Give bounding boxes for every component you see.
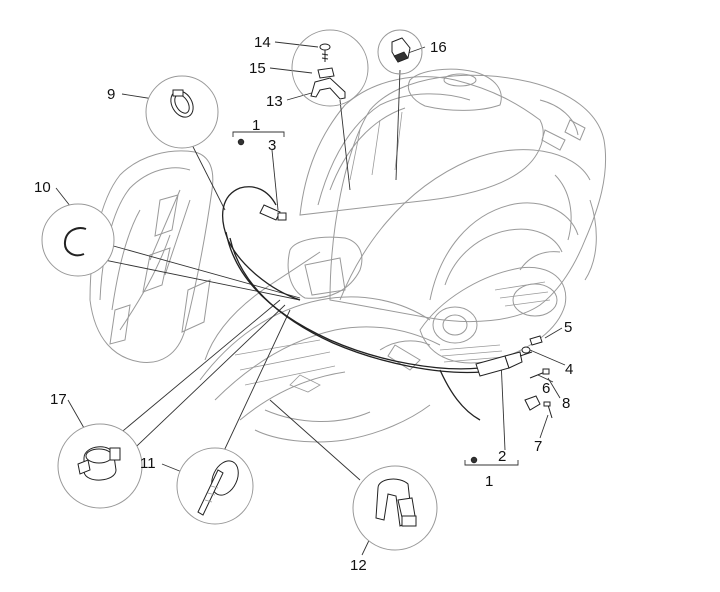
callout-7: 7: [534, 438, 542, 455]
callout-4: 4: [565, 361, 573, 378]
callout-13: 13: [266, 93, 283, 110]
callout-1-upper: 1: [252, 117, 260, 134]
ring-part-4: [521, 346, 531, 354]
small-parts: [310, 37, 553, 419]
callout-1-lower: 1: [485, 473, 493, 490]
spacer-part-5: [529, 335, 543, 346]
callout-3: 3: [268, 137, 276, 154]
callout-11: 11: [140, 455, 156, 472]
clamp-part-8: [524, 395, 541, 411]
callout-10: 10: [34, 179, 51, 196]
clip-nut-part-15: [317, 67, 335, 79]
detail-circle-11: [176, 447, 254, 525]
detail-circle-12: [352, 465, 438, 551]
callout-16: 16: [430, 39, 447, 56]
callout-17: 17: [50, 391, 67, 408]
callout-15: 15: [249, 60, 266, 77]
scooter-body: [89, 68, 607, 443]
callout-numbers: 1 1 2 3 4 5 6 7 8 9 10 11 12 13 14 15 16…: [34, 34, 573, 574]
callout-6: 6: [542, 380, 550, 397]
callout-2: 2: [498, 448, 506, 465]
bracket-part-13: [310, 77, 346, 100]
callout-14: 14: [254, 34, 271, 51]
clip-part-16: [391, 37, 411, 63]
callout-12: 12: [350, 557, 367, 574]
callout-9: 9: [107, 86, 115, 103]
detail-circle-17: [57, 423, 143, 509]
throttle-cable: [222, 138, 533, 464]
callout-8: 8: [562, 395, 570, 412]
detail-circle-storage-area: [291, 29, 423, 107]
screw-part-14: [319, 43, 331, 62]
detail-circle-10: [41, 203, 115, 277]
callout-5: 5: [564, 319, 572, 336]
detail-circle-9: [145, 75, 219, 149]
bolt-part-7: [547, 404, 553, 419]
